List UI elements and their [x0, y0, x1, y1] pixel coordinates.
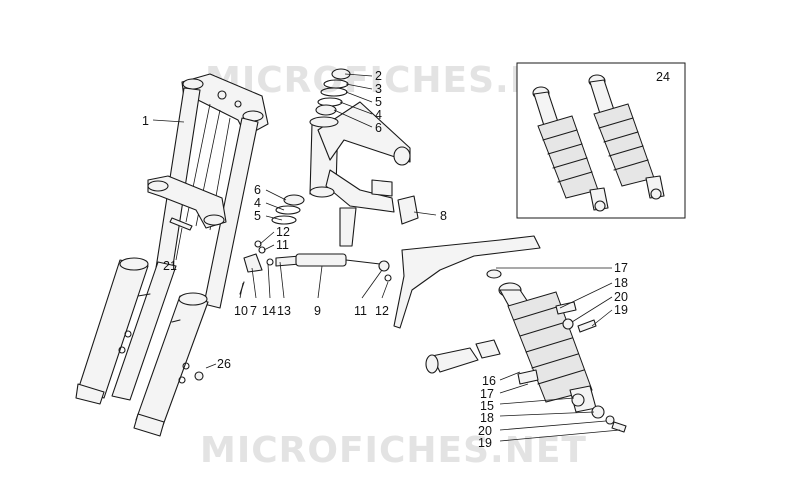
frame-steering-head: [271, 68, 419, 247]
callout-5a: 5: [375, 95, 382, 109]
callout-14: 14: [262, 304, 276, 318]
callout-9: 9: [314, 304, 321, 318]
callout-26: 26: [217, 357, 231, 371]
callout-4b: 4: [254, 196, 261, 210]
callout-19b: 19: [478, 436, 492, 450]
callout-5b: 5: [254, 209, 261, 223]
callout-numbers: 1 2 3 5 4 6 6 4 5 8 12 11 21 10 7 14 13 …: [142, 69, 670, 450]
callout-3: 3: [375, 82, 382, 96]
rear-shock-absorber: [393, 235, 627, 433]
front-fork-assembly: [75, 73, 269, 437]
callout-17a: 17: [614, 261, 628, 275]
callout-4a: 4: [375, 108, 382, 122]
watermark-bottom: MICROFICHES.NET: [200, 430, 587, 471]
callout-15: 15: [480, 399, 494, 413]
callout-11b: 11: [354, 304, 367, 318]
callout-6a: 6: [375, 121, 382, 135]
callout-17b: 17: [480, 387, 494, 401]
callout-18b: 18: [480, 411, 494, 425]
callout-18a: 18: [614, 276, 628, 290]
steering-damper: [239, 240, 392, 295]
callout-12a: 12: [276, 225, 290, 239]
callout-20a: 20: [614, 290, 628, 304]
inset-twin-shocks: [516, 62, 686, 219]
callout-10: 10: [234, 304, 248, 318]
callout-12b: 12: [375, 304, 389, 318]
callout-11a: 11: [276, 238, 289, 252]
callout-8: 8: [440, 209, 447, 223]
leader-lines: [152, 73, 621, 442]
callout-2: 2: [375, 69, 382, 83]
callout-16: 16: [482, 374, 496, 388]
callout-13: 13: [277, 304, 291, 318]
callout-6b: 6: [254, 183, 261, 197]
callout-21: 21: [163, 259, 177, 273]
callout-19a: 19: [614, 303, 628, 317]
callout-20b: 20: [478, 424, 492, 438]
callout-7: 7: [250, 304, 257, 318]
callout-24: 24: [656, 70, 670, 84]
callout-1: 1: [142, 114, 149, 128]
